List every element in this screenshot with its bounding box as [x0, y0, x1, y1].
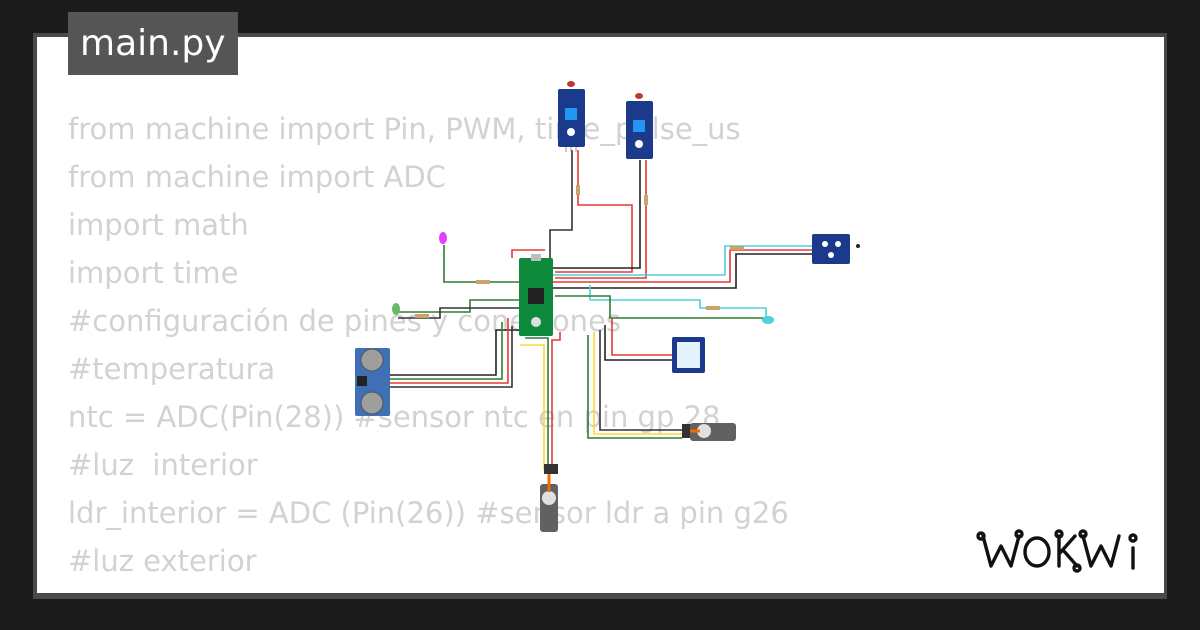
wire	[555, 150, 633, 273]
code-line: #luz exterior	[68, 544, 257, 578]
wire	[525, 337, 549, 470]
resistor-icon	[576, 185, 580, 195]
code-line: import time	[68, 256, 239, 290]
wire	[587, 335, 682, 439]
led-cyan-icon	[762, 316, 774, 324]
wires	[390, 150, 812, 470]
wire	[593, 332, 682, 435]
wire	[604, 325, 672, 361]
pir-sensor	[672, 337, 705, 373]
code-line: #temperatura	[68, 352, 276, 386]
wire	[390, 318, 509, 384]
wire	[390, 326, 513, 388]
ir-receiver-module	[812, 234, 860, 264]
raspberry-pi-pico-board	[519, 254, 553, 336]
wire	[549, 150, 573, 258]
wire	[552, 160, 641, 269]
wire	[611, 318, 672, 356]
code-line: import math	[68, 208, 249, 242]
wokwi-logo	[976, 529, 1138, 573]
servo-motor-horizontal	[682, 423, 736, 441]
ultrasonic-sensor	[355, 348, 390, 416]
resistor-icon	[644, 195, 648, 205]
ldr-module-exterior	[626, 93, 653, 159]
resistor-icon	[415, 314, 429, 318]
code-line: from machine import ADC	[68, 160, 446, 194]
ldr-module-interior	[558, 81, 585, 152]
wire	[398, 299, 520, 313]
wire	[552, 253, 812, 289]
wire	[552, 249, 812, 283]
wire	[551, 332, 561, 470]
wire	[552, 245, 812, 276]
file-tab-main-py[interactable]: main.py	[68, 12, 238, 75]
resistor-icon	[476, 280, 490, 284]
code-line: #luz interior	[68, 448, 258, 482]
led-green-icon	[392, 303, 400, 315]
wire	[390, 329, 520, 376]
servo-motor-vertical	[540, 464, 558, 532]
wire	[599, 330, 682, 431]
wire	[390, 322, 503, 380]
led-magenta-icon	[439, 232, 447, 244]
resistors	[415, 185, 744, 318]
wire	[443, 245, 520, 283]
resistor-icon	[730, 246, 744, 250]
code-line: ldr_interior = ADC (Pin(26)) #sensor ldr…	[68, 496, 789, 530]
code-line: ntc = ADC(Pin(28)) #sensor ntc en pin gp…	[68, 400, 721, 434]
wire	[520, 344, 545, 470]
wire	[555, 295, 770, 319]
wire	[511, 249, 545, 258]
wire	[589, 285, 767, 318]
code-line: ldr_exterior = ADC(Pin(27))	[68, 585, 789, 593]
resistor-icon	[706, 306, 720, 310]
